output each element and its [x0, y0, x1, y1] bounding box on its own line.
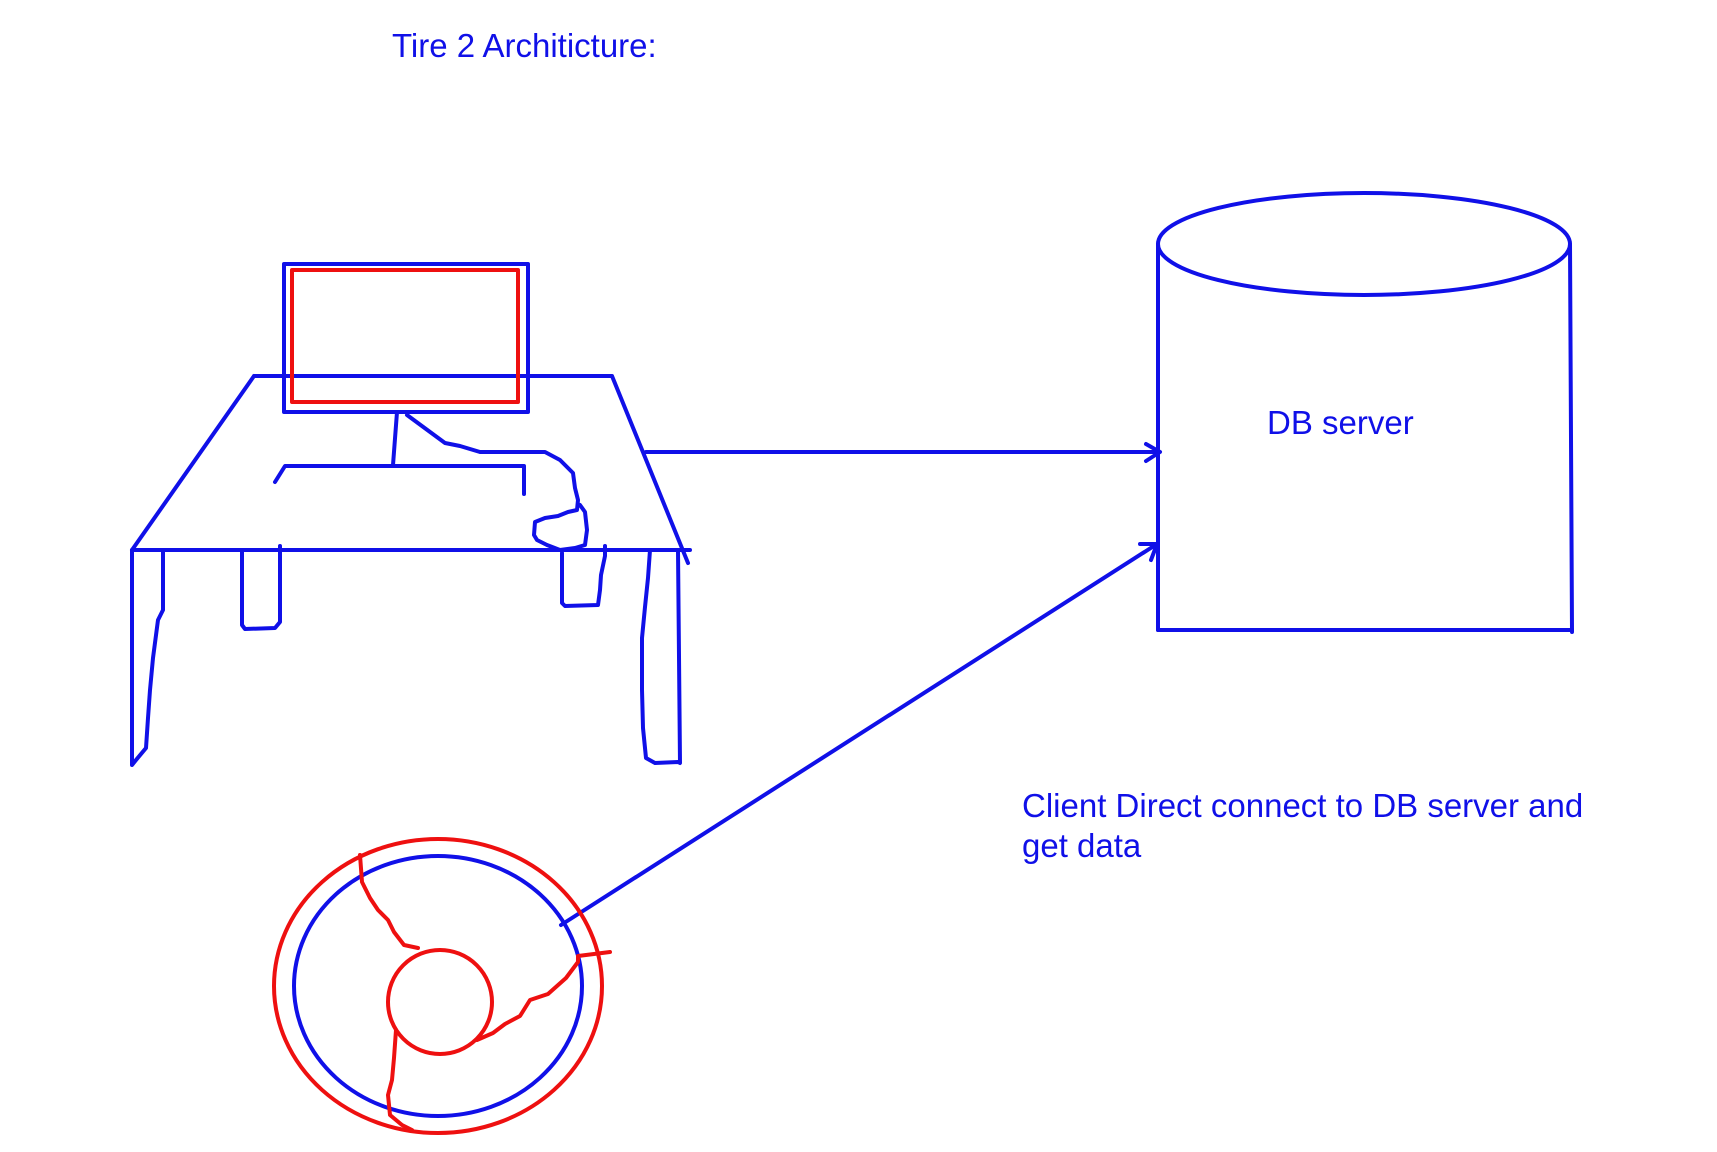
cylinder-top	[1156, 191, 1572, 297]
monitor-frame	[282, 262, 530, 414]
browser-segment-1	[358, 853, 420, 950]
desk-leg-right-back	[560, 544, 607, 608]
cylinder-right-side	[1568, 242, 1574, 634]
keyboard	[273, 464, 526, 496]
browser-outer-ring	[272, 837, 604, 1135]
db-server-cylinder	[1156, 191, 1574, 634]
page-title: Tire 2 Architicture:	[392, 27, 657, 64]
annotation-note: Client Direct connect to DB server and g…	[1022, 786, 1672, 866]
browser-icon	[272, 837, 612, 1135]
connection-arrow-browser	[559, 542, 1159, 927]
desk-leg-right-front	[640, 548, 682, 765]
monitor-screen	[290, 268, 520, 404]
monitor-stand	[391, 410, 399, 467]
annotation-line-1: Client Direct connect to DB server and	[1022, 787, 1584, 824]
desk-leg-left-back	[240, 544, 282, 631]
connection-arrow-client	[644, 442, 1162, 463]
stray-dot	[1360, 936, 1364, 940]
desk-top	[130, 374, 692, 565]
browser-center	[386, 948, 494, 1056]
browser-segment-2	[475, 950, 612, 1042]
mouse-cable	[405, 413, 589, 552]
desk-leg-left-front	[130, 548, 165, 767]
desk-drawing	[130, 374, 692, 767]
browser-inner-ring	[292, 854, 584, 1118]
annotation-line-2: get data	[1022, 827, 1142, 864]
db-server-label: DB server	[1267, 404, 1414, 441]
browser-segment-3	[386, 1028, 414, 1132]
monitor-drawing	[273, 262, 589, 552]
